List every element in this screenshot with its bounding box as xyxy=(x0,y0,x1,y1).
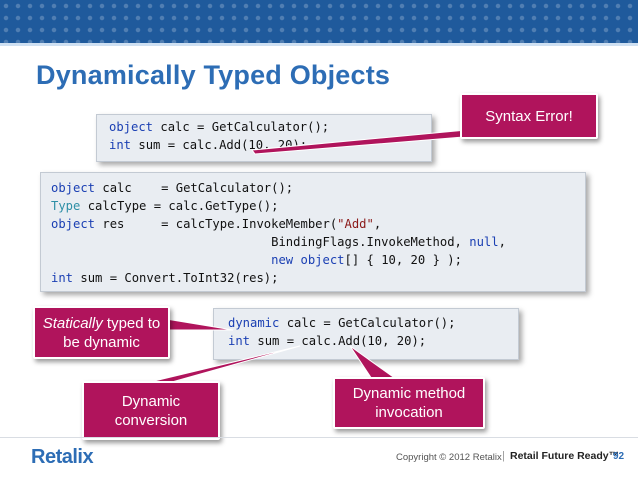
code-block-reflection: object calc = GetCalculator();Type calcT… xyxy=(40,172,586,292)
retalix-logo: Retalix xyxy=(31,446,94,468)
code-text: calcType = calc.GetType(); xyxy=(80,199,279,213)
code-line: BindingFlags.InvokeMethod, null, xyxy=(51,233,585,251)
code-text: , xyxy=(373,217,382,231)
code-keyword: object xyxy=(300,253,345,267)
callout-line: be dynamic xyxy=(63,333,140,351)
callout-line: invocation xyxy=(375,404,443,421)
code-line: int sum = Convert.ToInt32(res); xyxy=(51,269,585,287)
code-text: sum = calc.Add(10, 20); xyxy=(131,138,308,152)
callout-text: Syntax Error! xyxy=(485,107,573,125)
callout-emphasis: Statically xyxy=(42,314,103,332)
header-band xyxy=(0,0,638,46)
code-keyword: int xyxy=(109,138,132,152)
callout-line: Statically typed to xyxy=(43,314,161,333)
code-keyword: new xyxy=(271,253,294,267)
code-line: int sum = calc.Add(10, 20); xyxy=(109,136,431,154)
copyright-text: Copyright © 2012 Retalix xyxy=(396,452,502,463)
code-text: sum = calc.Add(10, 20); xyxy=(250,334,427,348)
code-keyword: object xyxy=(109,120,154,134)
code-keyword: dynamic xyxy=(228,316,280,330)
code-line: Type calcType = calc.GetType(); xyxy=(51,197,585,215)
code-text: sum = Convert.ToInt32(res); xyxy=(73,271,279,285)
code-string: "Add" xyxy=(337,217,374,231)
code-text: calc = GetCalculator(); xyxy=(279,316,456,330)
code-line: dynamic calc = GetCalculator(); xyxy=(228,314,518,332)
code-text: BindingFlags.InvokeMethod, xyxy=(271,235,470,249)
code-text: res = calcType.InvokeMember( xyxy=(95,217,338,231)
code-keyword: object xyxy=(51,217,96,231)
callout-line: Dynamic method xyxy=(352,385,466,402)
tagline: Retail Future Ready™ xyxy=(510,450,620,462)
code-line: object calc = GetCalculator(); xyxy=(51,179,585,197)
code-text: , xyxy=(498,235,506,249)
code-keyword: int xyxy=(51,271,74,285)
callout-text: typed to xyxy=(102,314,161,332)
callout-syntax-error: Syntax Error! xyxy=(460,93,598,139)
code-text: [] { 10, 20 } ); xyxy=(344,253,462,267)
callout-dynamic-invocation: Dynamic method invocation xyxy=(333,377,485,429)
code-keyword: object xyxy=(51,181,96,195)
code-line: object calc = GetCalculator(); xyxy=(109,118,431,136)
code-type: Type xyxy=(51,199,81,213)
callout-line: conversion xyxy=(114,411,188,429)
code-line: object res = calcType.InvokeMember("Add"… xyxy=(51,215,585,233)
code-keyword: int xyxy=(228,334,251,348)
page-number: 92 xyxy=(613,451,625,462)
footer-separator: | xyxy=(502,450,505,462)
code-block-static: object calc = GetCalculator();int sum = … xyxy=(96,114,432,162)
code-text: calc = GetCalculator(); xyxy=(95,181,294,195)
code-text: calc = GetCalculator(); xyxy=(153,120,330,134)
slide-title: Dynamically Typed Objects xyxy=(36,60,391,90)
code-indent xyxy=(51,235,271,249)
code-keyword: null xyxy=(469,235,499,249)
callout-line: Dynamic xyxy=(121,392,181,410)
footer-divider xyxy=(0,437,638,438)
code-line: new object[] { 10, 20 } ); xyxy=(51,251,585,269)
code-block-dynamic: dynamic calc = GetCalculator();int sum =… xyxy=(213,308,519,360)
code-indent xyxy=(51,253,271,267)
code-line: int sum = calc.Add(10, 20); xyxy=(228,332,518,350)
